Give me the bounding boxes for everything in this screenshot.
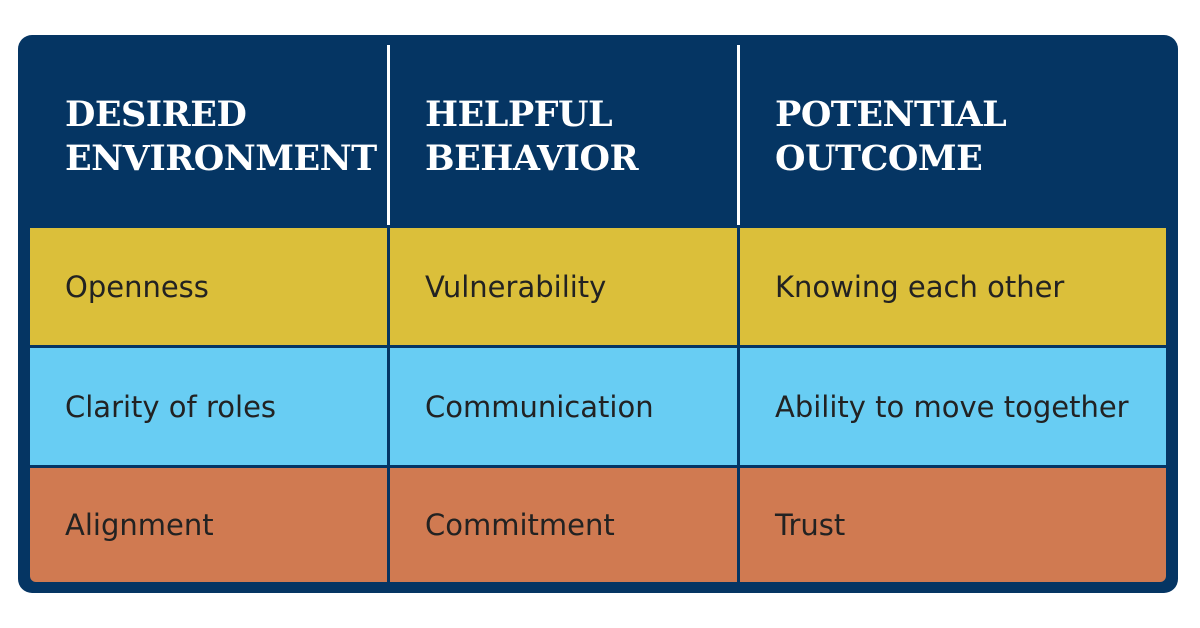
comparison-table: DESIRED ENVIRONMENT HELPFUL BEHAVIOR POT… [30,45,1166,582]
table-cell: Communication [387,345,737,465]
table-cell: Vulnerability [387,225,737,345]
header-label: HELPFUL BEHAVIOR [425,94,639,179]
table-cell: Trust [737,465,1166,582]
table-cell: Commitment [387,465,737,582]
column-header-helpful-behavior: HELPFUL BEHAVIOR [387,45,737,225]
table-cell: Ability to move together [737,345,1166,465]
header-label: DESIRED ENVIRONMENT [65,94,377,179]
table-cell: Alignment [30,465,387,582]
table-cell: Openness [30,225,387,345]
table-frame: DESIRED ENVIRONMENT HELPFUL BEHAVIOR POT… [18,35,1178,593]
column-header-desired-environment: DESIRED ENVIRONMENT [30,45,387,225]
table-cell: Knowing each other [737,225,1166,345]
column-header-potential-outcome: POTENTIAL OUTCOME [737,45,1166,225]
table-cell: Clarity of roles [30,345,387,465]
header-label: POTENTIAL OUTCOME [775,94,1007,179]
